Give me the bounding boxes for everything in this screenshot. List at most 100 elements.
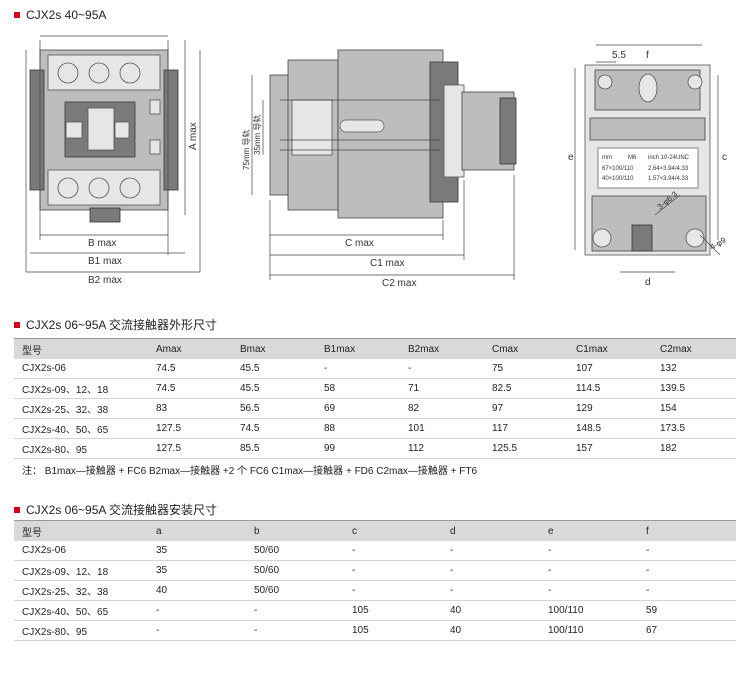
mount-table-r1a: 67×100/110 [602,166,634,172]
front-view-drawing: B max B1 max B2 max A max [25,35,201,286]
table-cell: - [148,600,246,621]
table-cell: 35 [148,560,246,581]
main-title-text: CJX2s 40~95A [26,8,107,22]
table-cell: 45.5 [232,378,316,399]
table-cell: 74.5 [232,418,316,439]
table-cell: - [638,560,736,581]
table-cell: 125.5 [484,438,568,459]
table-cell: 88 [316,418,400,439]
table-cell: 154 [652,398,736,419]
mount-table-r2b: 1.57×3.94/4.33 [648,176,689,182]
dim-5-5-label: 5.5 [612,50,626,61]
table-cell: 132 [652,359,736,379]
table-cell: CJX2s-80、95 [14,620,148,641]
table-cell: - [246,600,344,621]
table-cell: 107 [568,359,652,379]
table-cell: 101 [400,418,484,439]
table-cell: - [540,560,638,581]
table-cell: - [344,541,442,561]
table-cell: - [246,620,344,641]
b2-max-label: B2 max [88,275,122,286]
table-cell: - [344,580,442,601]
side-view-drawing: C max C1 max C2 max 75mm 导轨 35mm 导轨 [241,49,517,289]
mount-table-r1b: 2.64×3.94/4.33 [648,166,689,172]
table-cell: 100/110 [540,600,638,621]
table-cell: 97 [484,398,568,419]
column-header: 型号 [14,520,148,541]
table-cell: 40 [442,600,540,621]
column-header: Cmax [484,338,568,359]
table-cell: 105 [344,620,442,641]
table-cell: - [638,580,736,601]
table-cell: CJX2s-40、50、65 [14,600,148,621]
table-cell: 100/110 [540,620,638,641]
rail-35mm-label: 35mm 导轨 [252,115,262,155]
table-cell: 127.5 [148,438,232,459]
table-cell: 40 [442,620,540,641]
table-cell: CJX2s-09、12、18 [14,560,148,581]
table-cell: 50/60 [246,541,344,561]
table-cell: - [316,359,400,379]
column-header: C1max [568,338,652,359]
table-cell: 45.5 [232,359,316,379]
mount-table-h1: mm [602,155,612,161]
column-header: 型号 [14,338,148,359]
table-cell: 173.5 [652,418,736,439]
column-header: d [442,520,540,541]
table-cell: - [148,620,246,641]
table-cell: 83 [148,398,232,419]
table-cell: 82 [400,398,484,419]
table-cell: - [540,580,638,601]
red-square-icon [14,12,20,18]
column-header: Amax [148,338,232,359]
column-header: B2max [400,338,484,359]
table-cell: 58 [316,378,400,399]
table-cell: 40 [148,580,246,601]
dim-e-label: e [568,152,574,163]
table-cell: 117 [484,418,568,439]
table-cell: 105 [344,600,442,621]
c1-max-label: C1 max [370,258,404,269]
table-cell: 71 [400,378,484,399]
table-header-row: 型号 Amax Bmax B1max B2max Cmax C1max C2ma… [14,338,736,359]
table-cell: CJX2s-06 [14,359,148,379]
table-cell: 74.5 [148,359,232,379]
table-cell: 127.5 [148,418,232,439]
table-cell: 35 [148,541,246,561]
table-cell: CJX2s-06 [14,541,148,561]
table-footnote: 注： B1max—接触器 + FC6 B2max—接触器 +2 个 FC6 C1… [22,466,478,477]
column-header: Bmax [232,338,316,359]
table-cell: 59 [638,600,736,621]
outline-title-text: CJX2s 06~95A 交流接触器外形尺寸 [26,318,218,332]
table-cell: - [442,580,540,601]
column-header: C2max [652,338,736,359]
c-max-label: C max [345,238,374,249]
mounting-view-drawing: 5.5 f e c d 3-φ6.3 4-φ9 mm M6 inch 10-24… [568,44,728,288]
table-cell: 112 [400,438,484,459]
table-cell: 157 [568,438,652,459]
column-header: c [344,520,442,541]
column-header: e [540,520,638,541]
column-header: f [638,520,736,541]
table-cell: CJX2s-25、32、38 [14,398,148,419]
table-cell: - [344,560,442,581]
column-header: b [246,520,344,541]
c2-max-label: C2 max [382,278,416,289]
table-cell: CJX2s-80、95 [14,438,148,459]
dimension-drawings: B max B1 max B2 max A max C max C1 max C… [25,35,728,289]
table-cell: 182 [652,438,736,459]
table-cell: CJX2s-09、12、18 [14,378,148,399]
table-cell: - [540,541,638,561]
outline-section-title: CJX2s 06~95A 交流接触器外形尺寸 [14,316,217,333]
column-header: B1max [316,338,400,359]
hole-4-label: 4-φ9 [709,235,728,251]
mount-table-h2: M6 [628,155,637,161]
mount-section-title: CJX2s 06~95A 交流接触器安装尺寸 [14,501,217,518]
a-max-label: A max [188,122,199,150]
table-cell: 82.5 [484,378,568,399]
